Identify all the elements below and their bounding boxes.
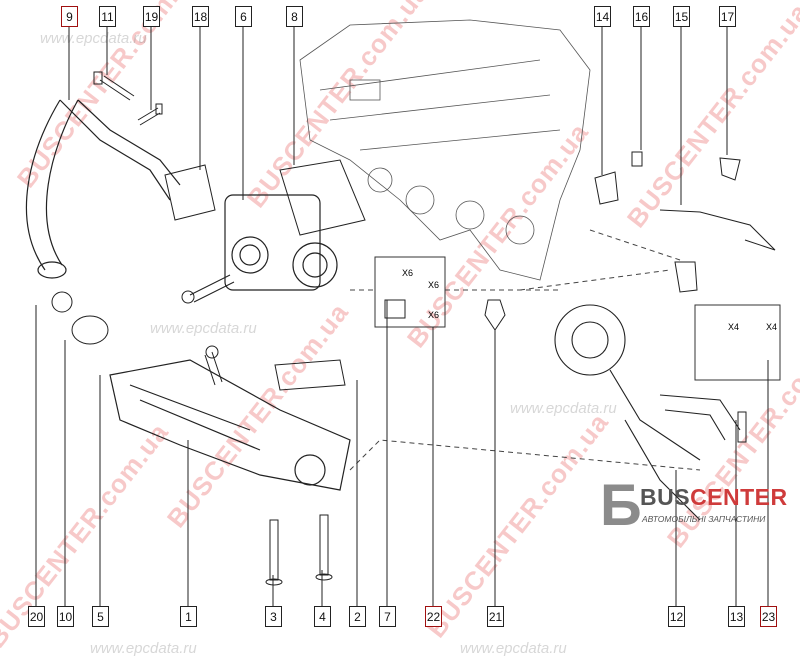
callout-7[interactable]: 7	[379, 606, 396, 627]
logo-name-part1: BUS	[640, 484, 691, 510]
callout-3[interactable]: 3	[265, 606, 282, 627]
sensor	[674, 261, 698, 293]
watermark-site: www.epcdata.ru	[510, 400, 617, 417]
callout-21[interactable]: 21	[487, 606, 504, 627]
watermark-site: www.epcdata.ru	[90, 640, 197, 656]
connector-kit	[374, 256, 446, 328]
sensor	[484, 299, 506, 331]
callout-14[interactable]: 14	[594, 6, 611, 27]
callout-9[interactable]: 9	[61, 6, 78, 27]
bolt	[137, 103, 163, 126]
kit-qty: X6	[428, 310, 440, 320]
callout-6[interactable]: 6	[235, 6, 252, 27]
callout-17[interactable]: 17	[719, 6, 736, 27]
kit-qty: X4	[728, 322, 740, 332]
callout-18[interactable]: 18	[192, 6, 209, 27]
intake-manifold	[299, 19, 591, 281]
callout-11[interactable]: 11	[99, 6, 116, 27]
bolt	[315, 514, 333, 581]
o-ring	[51, 291, 73, 313]
kit-qty: X6	[402, 268, 414, 278]
callout-1[interactable]: 1	[180, 606, 197, 627]
callout-16[interactable]: 16	[633, 6, 650, 27]
callout-8[interactable]: 8	[286, 6, 303, 27]
callout-23[interactable]: 23	[760, 606, 777, 627]
gasket	[279, 159, 366, 236]
turbocharger	[554, 304, 741, 521]
watermark-site: www.epcdata.ru	[150, 320, 257, 337]
callout-12[interactable]: 12	[668, 606, 685, 627]
logo-name: BUSCENTER	[640, 484, 788, 511]
watermark-site: www.epcdata.ru	[460, 640, 567, 656]
watermark-site: www.epcdata.ru	[40, 30, 147, 47]
callout-5[interactable]: 5	[92, 606, 109, 627]
callout-2[interactable]: 2	[349, 606, 366, 627]
bolt	[265, 519, 283, 586]
callout-19[interactable]: 19	[143, 6, 160, 27]
logo-mark: Б	[600, 473, 642, 538]
bolt	[737, 411, 747, 443]
callout-13[interactable]: 13	[728, 606, 745, 627]
egr-pipe	[25, 99, 181, 279]
gasket	[274, 359, 346, 391]
callout-22[interactable]: 22	[425, 606, 442, 627]
bolt	[204, 345, 223, 386]
egr-cooler	[109, 359, 351, 491]
kit-qty: X4	[766, 322, 778, 332]
callout-15[interactable]: 15	[673, 6, 690, 27]
callout-4[interactable]: 4	[314, 606, 331, 627]
bolt	[93, 71, 135, 101]
logo-tagline: АВТОМОБІЛЬНІ ЗАПЧАСТИНИ	[642, 514, 766, 524]
callout-20[interactable]: 20	[28, 606, 45, 627]
bolt	[181, 274, 235, 304]
logo-name-part2: CENTER	[690, 484, 788, 510]
leader-lines	[349, 229, 701, 471]
bracket	[594, 171, 619, 205]
buscenter-logo: Б BUSCENTER АВТОМОБІЛЬНІ ЗАПЧАСТИНИ	[600, 476, 800, 546]
clip	[719, 157, 741, 181]
kit-qty: X6	[428, 280, 440, 290]
egr-valve	[224, 194, 338, 291]
callout-10[interactable]: 10	[57, 606, 74, 627]
bolt	[631, 151, 643, 167]
clamp	[71, 315, 109, 345]
temperature-sensor	[659, 209, 776, 251]
gasket	[164, 164, 216, 221]
connector-kit	[694, 304, 781, 381]
